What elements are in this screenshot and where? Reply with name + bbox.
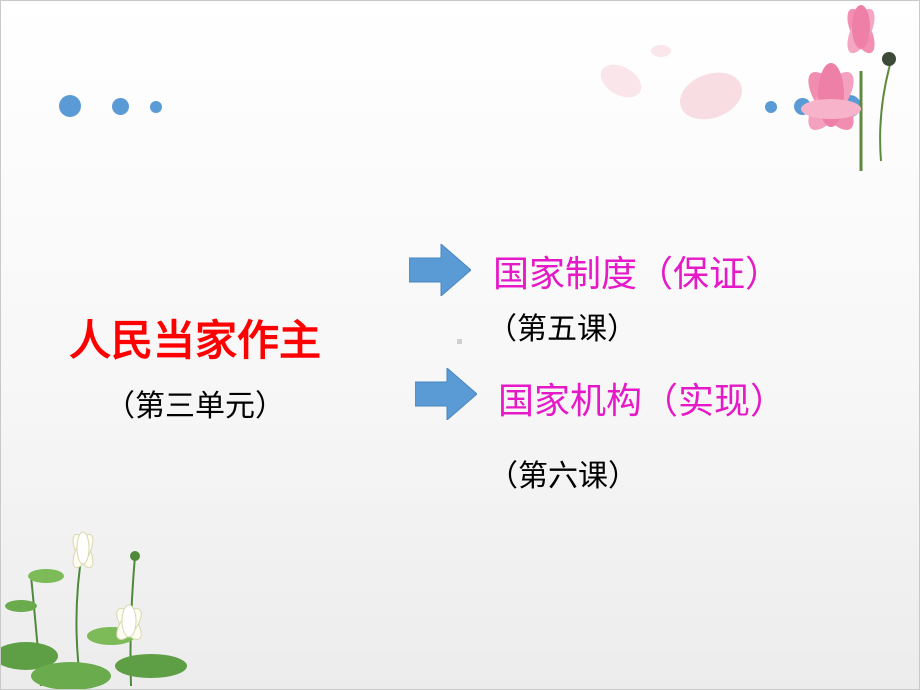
main-subtitle: （第三单元） — [105, 389, 285, 424]
decor-dot — [765, 101, 777, 113]
branch-title-institutions: 国家机构（实现） — [498, 381, 787, 422]
right-arrow-icon — [415, 368, 477, 420]
decor-dot — [112, 98, 129, 115]
branch-title-system: 国家制度（保证） — [493, 254, 782, 295]
lotus-flower-icon — [600, 5, 896, 171]
right-arrow-icon — [409, 244, 471, 296]
main-title: 人民当家作主 — [69, 316, 322, 365]
decor-dot — [150, 101, 162, 113]
branch-subtitle-lesson5: （第五课） — [487, 312, 637, 347]
lily-pad-icon — [1, 531, 187, 689]
placeholder-marker — [457, 339, 462, 344]
branch-subtitle-lesson6: （第六课） — [488, 459, 638, 494]
decor-dot — [59, 95, 81, 117]
